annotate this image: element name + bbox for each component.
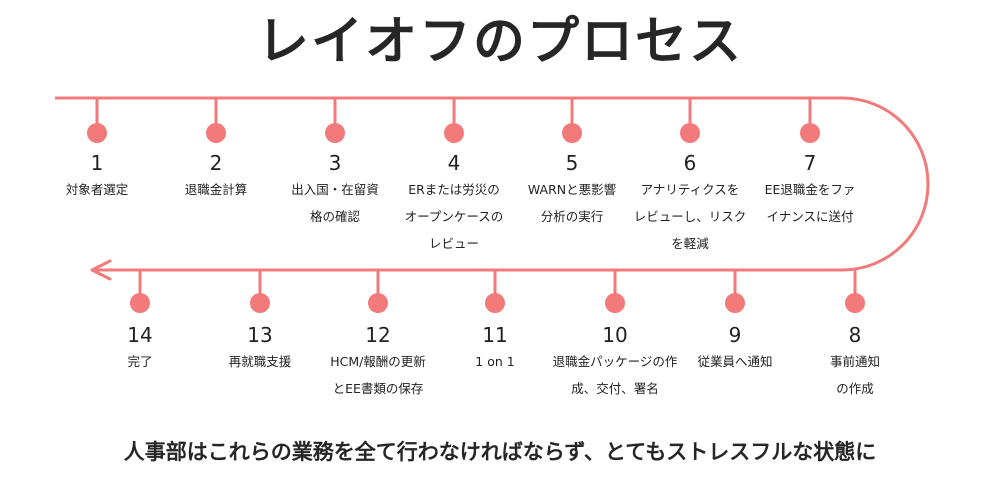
- step-number: 7: [803, 151, 817, 175]
- step-2: 2 退職金計算: [150, 150, 282, 203]
- step-label: ERまたは労災の オープンケースの レビュー: [404, 182, 504, 251]
- diagram-title: レイオフのプロセス: [256, 12, 743, 72]
- step-11: 11 1 on 1: [429, 322, 561, 375]
- step-node-2: [206, 123, 226, 143]
- step-number: 6: [683, 151, 697, 175]
- step-6: 6 アナリティクスを レビューし、リスク を軽減: [624, 150, 756, 257]
- step-13: 13 再就職支援: [194, 322, 326, 375]
- step-label: 退職金パッケージの作 成、交付、署名: [552, 354, 678, 396]
- step-10: 10 退職金パッケージの作 成、交付、署名: [549, 322, 681, 402]
- footer-caption: 人事部はこれらの業務を全て行わなければならず、とてもストレスフルな状態に: [123, 440, 877, 464]
- step-label: アナリティクスを レビューし、リスク を軽減: [633, 182, 747, 251]
- step-label: EE退職金をファ イナンスに送付: [764, 182, 856, 224]
- flow-arrowhead: [90, 259, 112, 281]
- step-number: 10: [602, 323, 628, 347]
- step-node-9: [725, 293, 745, 313]
- step-node-10: [605, 293, 625, 313]
- step-label: WARNと悪影響 分析の実行: [527, 182, 617, 224]
- step-label: 事前通知 の作成: [829, 354, 880, 396]
- step-node-12: [368, 293, 388, 313]
- step-label: 退職金計算: [184, 182, 248, 197]
- step-8: 8 事前通知 の作成: [789, 322, 921, 402]
- step-number: 13: [247, 323, 273, 347]
- step-node-11: [485, 293, 505, 313]
- step-label: 1 on 1: [475, 354, 515, 369]
- step-node-5: [562, 123, 582, 143]
- step-node-13: [250, 293, 270, 313]
- step-number: 2: [209, 151, 223, 175]
- step-1: 1 対象者選定: [31, 150, 163, 203]
- flow-track: [55, 96, 930, 272]
- step-number: 14: [127, 323, 153, 347]
- step-number: 11: [482, 323, 508, 347]
- step-number: 8: [848, 323, 862, 347]
- step-label: HCM/報酬の更新 とEE書類の保存: [330, 354, 426, 396]
- step-label: 出入国・在留資 格の確認: [291, 182, 379, 224]
- step-number: 3: [328, 151, 342, 175]
- step-number: 9: [728, 323, 742, 347]
- step-label: 完了: [127, 354, 153, 369]
- step-label: 従業員へ通知: [697, 354, 773, 369]
- step-number: 12: [365, 323, 391, 347]
- step-node-6: [680, 123, 700, 143]
- step-node-1: [87, 123, 107, 143]
- step-node-8: [845, 293, 865, 313]
- step-label: 再就職支援: [228, 354, 292, 369]
- step-9: 9 従業員へ通知: [669, 322, 801, 375]
- step-number: 1: [90, 151, 104, 175]
- step-node-7: [800, 123, 820, 143]
- step-14: 14 完了: [74, 322, 206, 375]
- step-node-4: [444, 123, 464, 143]
- step-number: 5: [565, 151, 579, 175]
- step-node-3: [325, 123, 345, 143]
- step-3: 3 出入国・在留資 格の確認: [269, 150, 401, 230]
- step-number: 4: [447, 151, 461, 175]
- step-label: 対象者選定: [65, 182, 129, 197]
- step-node-14: [130, 293, 150, 313]
